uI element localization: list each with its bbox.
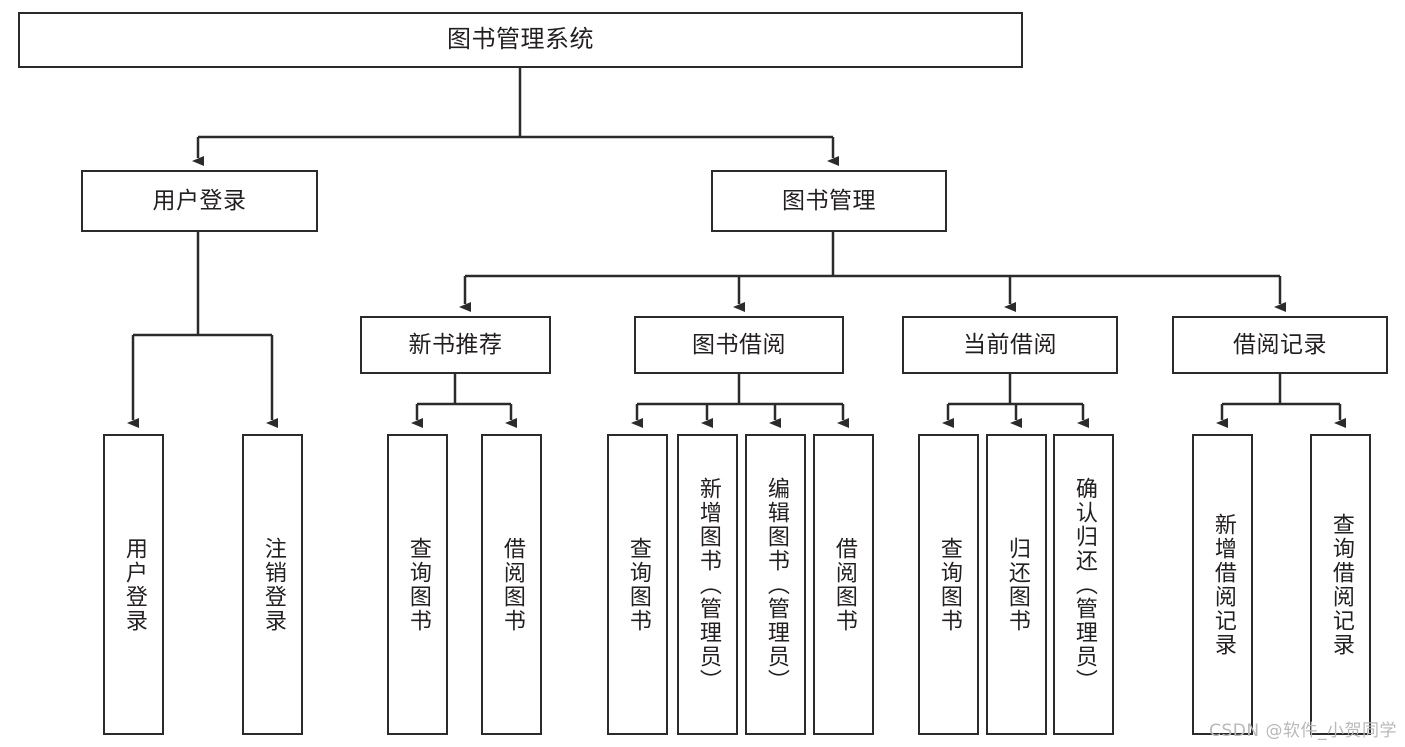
leaf-return-book-label: 归还图书 (1004, 536, 1030, 633)
leaf-query-book-borrow[interactable]: 查询图书 (607, 434, 668, 735)
node-current-borrow[interactable]: 当前借阅 (902, 316, 1118, 374)
leaf-confirm-return-admin[interactable]: 确认归还（管理员） (1053, 434, 1114, 735)
leaf-edit-book-admin[interactable]: 编辑图书（管理员） (745, 434, 806, 735)
leaf-borrow-book-label: 借阅图书 (831, 536, 857, 633)
node-book-management-label: 图书管理 (782, 187, 876, 214)
leaf-query-borrow-record[interactable]: 查询借阅记录 (1310, 434, 1371, 735)
leaf-borrow-book-recommend-label: 借阅图书 (499, 536, 525, 633)
node-borrow-record[interactable]: 借阅记录 (1172, 316, 1388, 374)
node-root-book-management-system[interactable]: 图书管理系统 (18, 12, 1023, 68)
node-book-management[interactable]: 图书管理 (711, 170, 947, 232)
node-book-borrow-label: 图书借阅 (692, 331, 786, 358)
leaf-edit-book-admin-label: 编辑图书（管理员） (763, 476, 789, 693)
node-new-book-recommend-label: 新书推荐 (408, 331, 503, 358)
leaf-user-login[interactable]: 用户登录 (103, 434, 164, 735)
leaf-return-book[interactable]: 归还图书 (986, 434, 1047, 735)
leaf-borrow-book[interactable]: 借阅图书 (813, 434, 874, 735)
watermark: CSDN @软件_小贺同学 (1209, 721, 1397, 741)
node-user-login-label: 用户登录 (152, 187, 247, 214)
node-borrow-record-label: 借阅记录 (1233, 331, 1327, 358)
leaf-confirm-return-admin-label: 确认归还（管理员） (1071, 476, 1097, 693)
leaf-user-login-label: 用户登录 (121, 536, 147, 633)
leaf-query-book-borrow-label: 查询图书 (625, 536, 651, 633)
node-current-borrow-label: 当前借阅 (963, 331, 1057, 358)
leaf-query-book-recommend-label: 查询图书 (405, 536, 431, 633)
leaf-add-book-admin-label: 新增图书（管理员） (695, 476, 721, 693)
leaf-query-borrow-record-label: 查询借阅记录 (1328, 512, 1354, 657)
leaf-add-borrow-record[interactable]: 新增借阅记录 (1192, 434, 1253, 735)
leaf-logout-login[interactable]: 注销登录 (242, 434, 303, 735)
leaf-borrow-book-recommend[interactable]: 借阅图书 (481, 434, 542, 735)
leaf-query-book-recommend[interactable]: 查询图书 (387, 434, 448, 735)
node-book-borrow[interactable]: 图书借阅 (634, 316, 844, 374)
leaf-query-book-current-label: 查询图书 (936, 536, 962, 633)
leaf-add-borrow-record-label: 新增借阅记录 (1210, 512, 1236, 657)
node-new-book-recommend[interactable]: 新书推荐 (360, 316, 551, 374)
leaf-query-book-current[interactable]: 查询图书 (918, 434, 979, 735)
node-user-login[interactable]: 用户登录 (81, 170, 318, 232)
leaf-add-book-admin[interactable]: 新增图书（管理员） (677, 434, 738, 735)
node-root-label: 图书管理系统 (447, 25, 594, 54)
leaf-logout-login-label: 注销登录 (260, 536, 286, 633)
